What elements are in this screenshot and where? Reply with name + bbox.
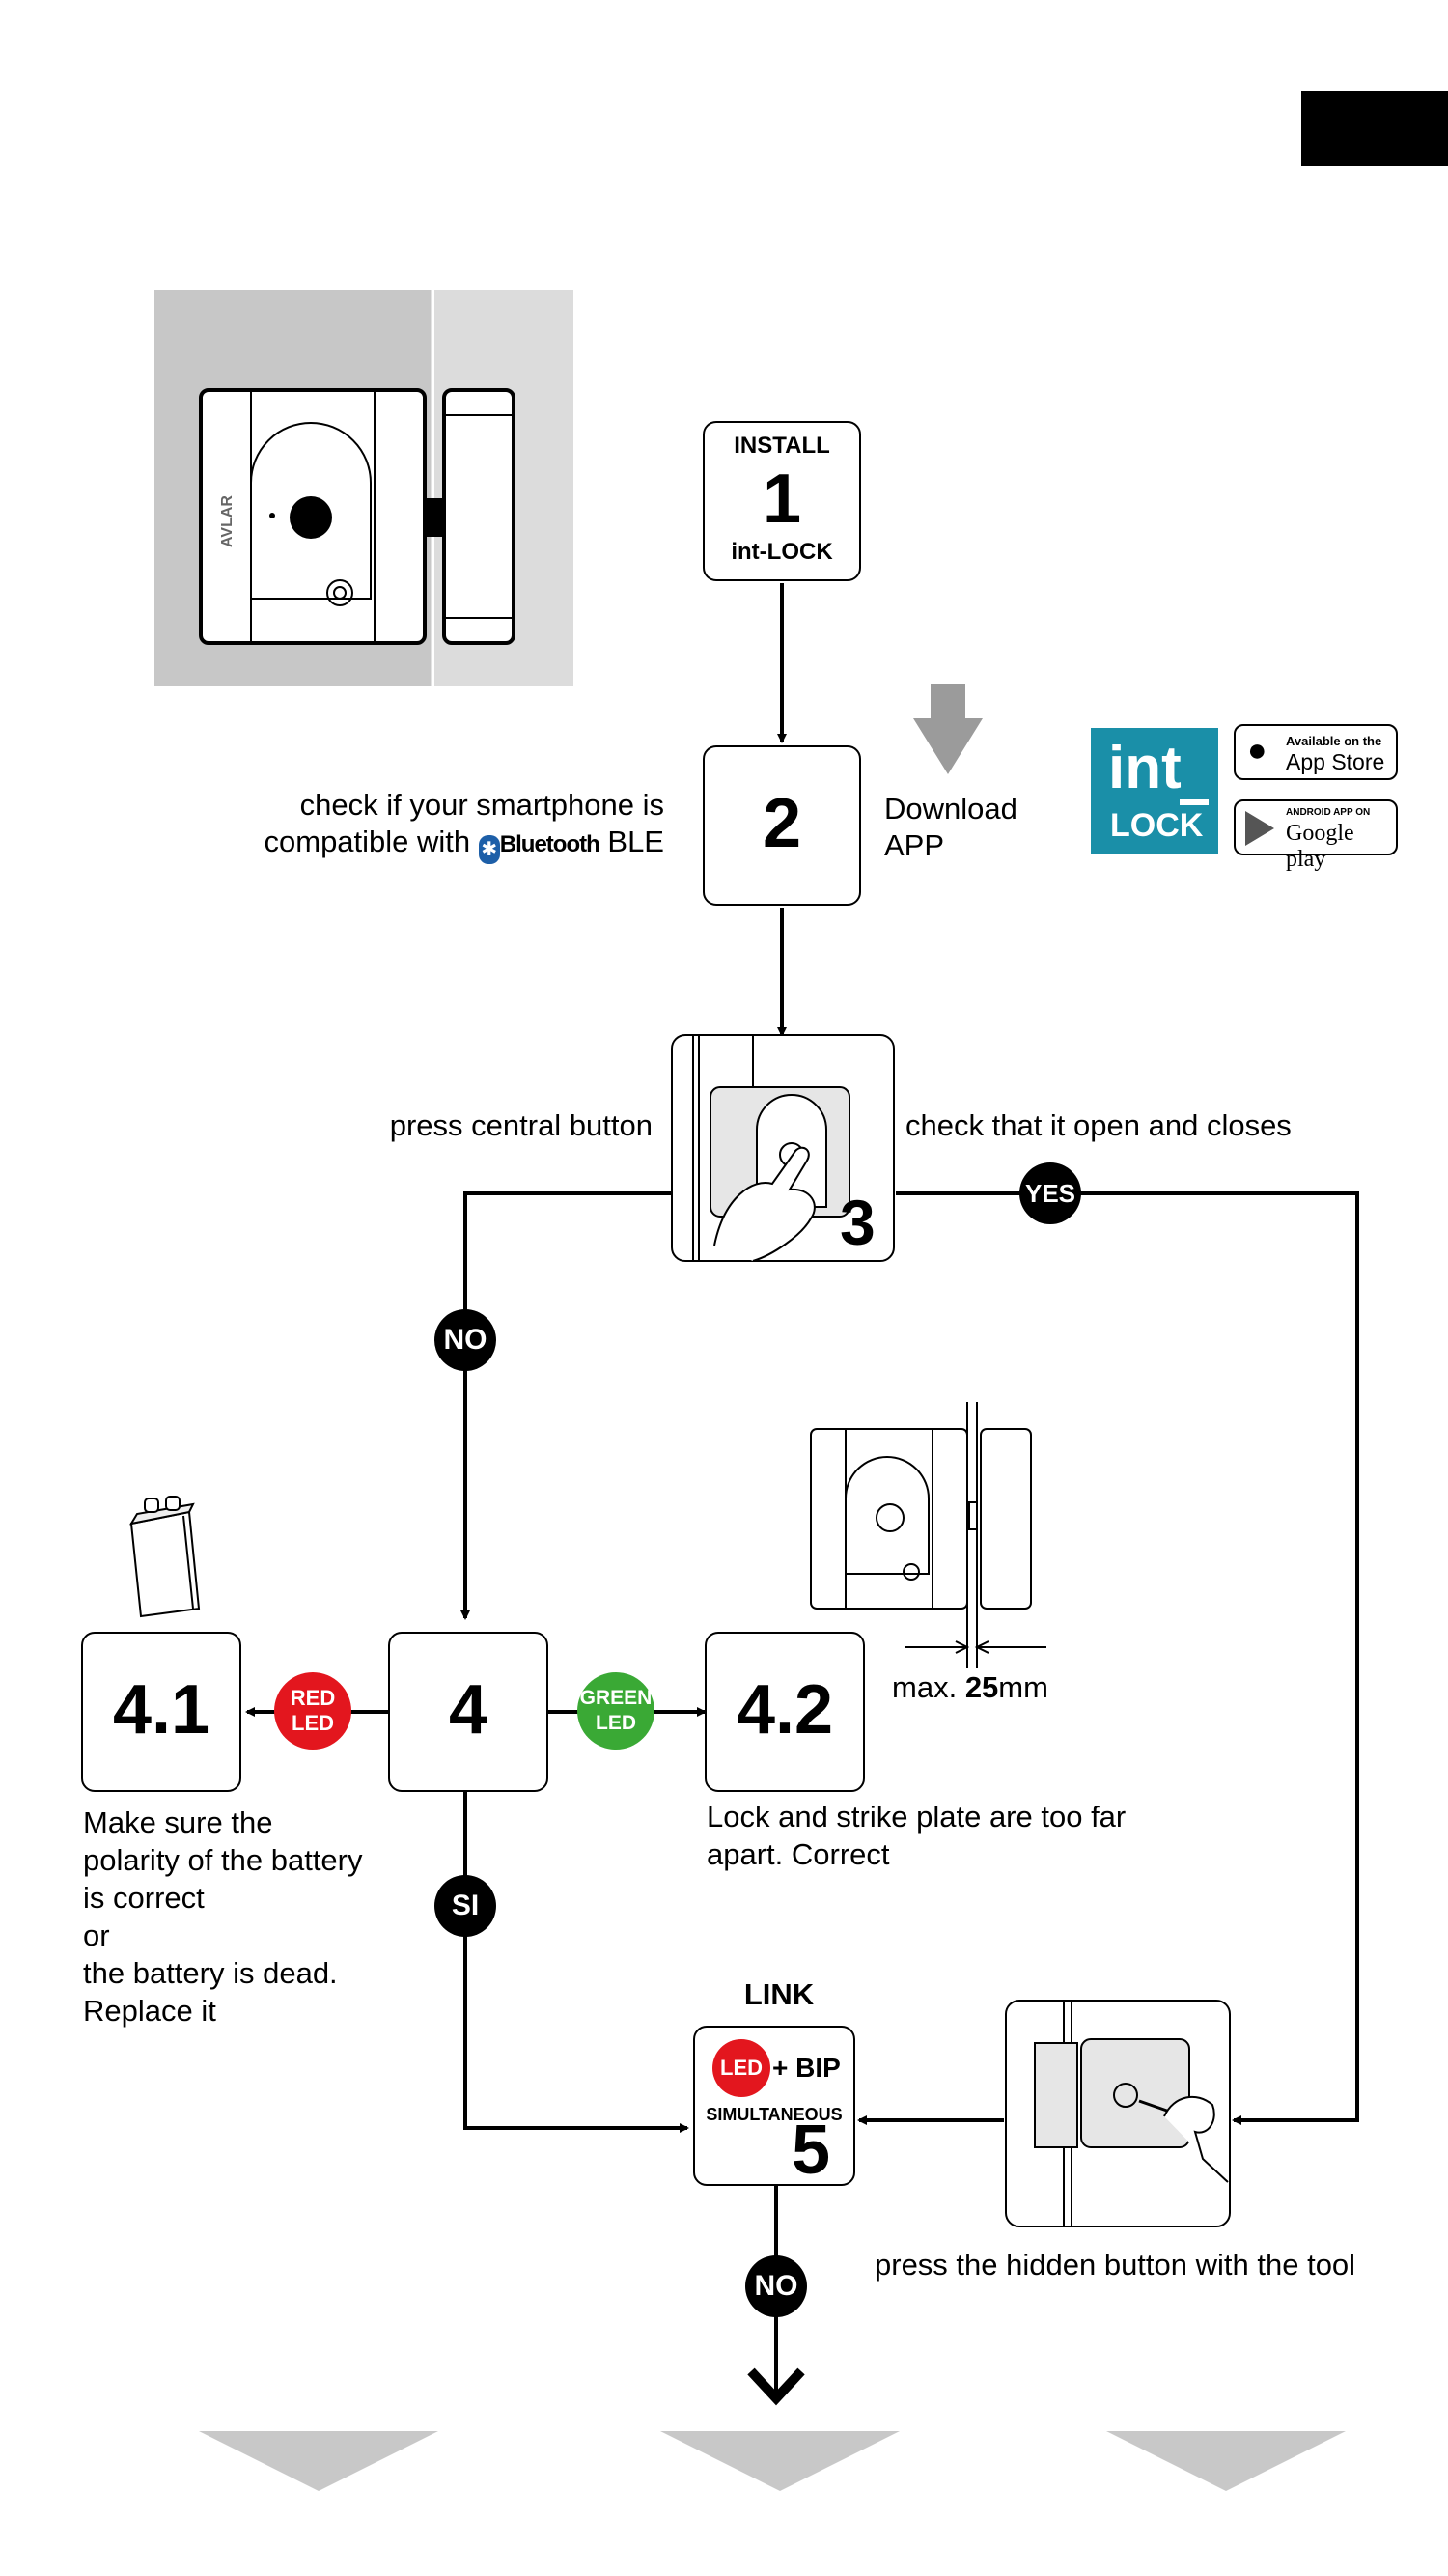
bip-label: + BIP	[772, 2053, 841, 2083]
bluetooth-icon: ✱	[478, 835, 500, 864]
green-led-line1: GREEN	[579, 1687, 653, 1709]
max-distance-label: max. 25mm	[892, 1670, 1048, 1705]
hidden-button-illustration	[1005, 2000, 1231, 2227]
app-store-badge[interactable]: ● Available on the App Store	[1234, 724, 1398, 780]
step-1-box	[703, 421, 861, 581]
hidden-button-text: press the hidden button with the tool	[875, 2248, 1356, 2282]
apple-icon: ●	[1247, 732, 1267, 769]
red-led-line2: LED	[292, 1711, 334, 1735]
led-label: LED	[720, 2056, 763, 2080]
si-badge: SI	[434, 1875, 496, 1937]
step-3-left-text: press central button	[389, 1108, 653, 1142]
int-lock-logo: int LOCK	[1091, 728, 1218, 854]
gap-lock-illustration	[810, 1402, 1046, 1668]
play-icon	[1245, 811, 1274, 846]
step-3-number: 3	[840, 1187, 876, 1258]
desc-line: Replace it	[83, 1994, 216, 2028]
desc-line: polarity of the battery	[83, 1843, 363, 1877]
app-store-big: App Store	[1286, 749, 1385, 774]
svg-text:AVLAR: AVLAR	[219, 495, 236, 547]
logo-top-text: int	[1108, 735, 1182, 801]
app-store-small: Available on the	[1286, 734, 1382, 748]
desc-line: the battery is dead.	[83, 1956, 338, 1990]
max-unit: mm	[998, 1670, 1048, 1704]
max-value: 25	[964, 1670, 999, 1704]
simultaneous-label: SIMULTANEOUS	[706, 2105, 843, 2124]
desc-line: is correct	[83, 1881, 205, 1915]
step-4-2-number: 4.2	[736, 1671, 834, 1749]
desc-line: or	[83, 1918, 110, 1952]
step-4-number: 4	[448, 1671, 488, 1749]
green-led-indicator: GREEN LED	[577, 1672, 654, 1750]
desc-line: Lock and strike plate are too far	[707, 1800, 1127, 1834]
max-prefix: max.	[892, 1670, 958, 1704]
yes-badge: YES	[1019, 1162, 1081, 1224]
step-1-bottom-label: int-LOCK	[731, 539, 833, 565]
green-led-line2: LED	[596, 1712, 636, 1734]
desc-line: Make sure the	[83, 1806, 273, 1839]
step-4-2-description: Lock and strike plate are too far apart.…	[707, 1798, 1126, 1873]
step-3-right-text: check that it open and closes	[905, 1108, 1292, 1142]
compatible-text: compatible with	[264, 825, 471, 858]
desc-line: apart. Correct	[707, 1837, 890, 1871]
led-indicator-step5: LED	[712, 2039, 770, 2097]
step-2-number: 2	[762, 785, 802, 862]
step-2-left-text-line2: compatible with ✱Bluetooth BLE	[183, 825, 664, 864]
step-1-top-label: INSTALL	[734, 433, 830, 459]
red-led-line1: RED	[290, 1686, 336, 1710]
step-2-box	[703, 745, 861, 906]
download-text-line2: APP	[884, 828, 945, 862]
page-tab	[1301, 91, 1448, 166]
battery-illustration	[128, 1496, 201, 1618]
red-led-indicator: RED LED	[274, 1672, 351, 1750]
no-badge-step3: NO	[434, 1309, 496, 1371]
download-text-line1: Download	[884, 792, 1017, 826]
step-4-2-box	[705, 1632, 865, 1792]
step-4-1-number: 4.1	[112, 1671, 210, 1749]
step-1-number: 1	[762, 461, 802, 538]
google-play-big: Google play	[1286, 821, 1354, 872]
lock-illustration-top: AVLAR	[154, 290, 573, 686]
google-play-small: ANDROID APP ON	[1286, 807, 1371, 818]
step-5-title: LINK	[743, 1977, 815, 2011]
step-4-box	[388, 1632, 548, 1792]
step-4-1-description: Make sure the polarity of the battery is…	[83, 1804, 363, 2030]
logo-bottom-text: LOCK	[1110, 807, 1204, 844]
ble-text: BLE	[607, 825, 664, 858]
logo-underscore	[1180, 799, 1209, 805]
no-badge-step5: NO	[745, 2255, 807, 2317]
step-5-number: 5	[792, 2112, 831, 2189]
bluetooth-label: Bluetooth	[499, 831, 600, 857]
step-4-1-box	[81, 1632, 241, 1792]
step-2-left-text-line1: check if your smartphone is	[299, 788, 664, 822]
google-play-badge[interactable]: ANDROID APP ON Google play	[1234, 799, 1398, 872]
press-button-illustration	[671, 1034, 895, 1262]
